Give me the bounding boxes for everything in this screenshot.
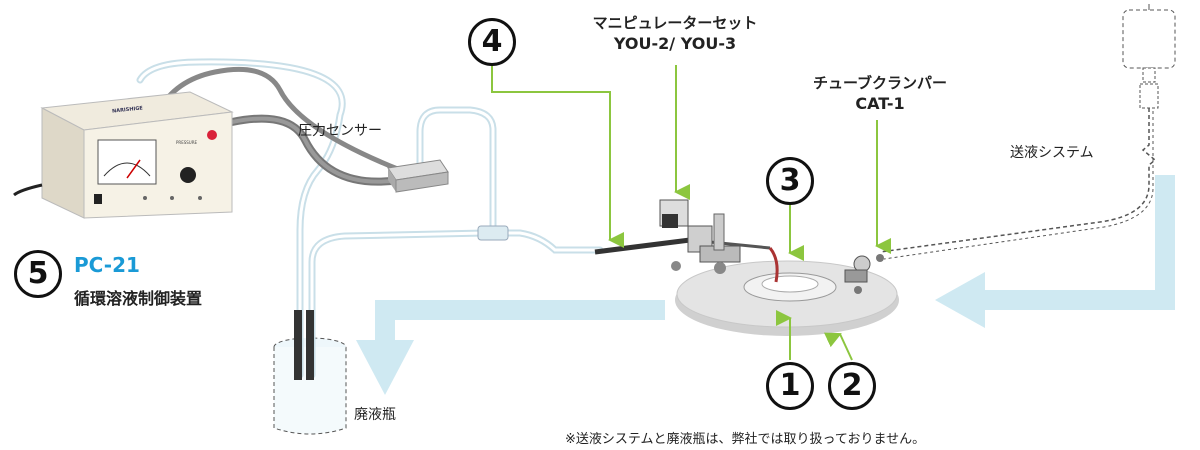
pointer-lines [491,65,891,361]
controller-name: 循環溶液制御装置 [74,289,203,308]
clamper-title: チューブクランパー [812,74,948,92]
flow-arrow-out [356,300,665,395]
manipulator-drawing [594,199,779,283]
number-badge-3: 3 [766,157,814,205]
number-badge-1: 1 [766,362,814,410]
tubing [136,58,604,379]
clamper-model: CAT-1 [855,94,905,113]
probe-tube [294,310,302,380]
pressure-sensor-label: 圧力センサー [298,123,382,139]
tee-joint [477,225,509,241]
controller-device [13,91,234,219]
flow-arrow-in [935,175,1175,328]
number-badge-2: 2 [828,362,876,410]
number-badge-4: 4 [468,18,516,66]
manipulator-model: YOU-2/ YOU-3 [613,34,737,53]
number-badge-5: 5 [14,250,62,298]
manipulator-title: マニピュレーターセット [592,14,758,32]
dish-drawing [675,260,899,336]
pressure-sensor-drawing [387,159,449,193]
clamper-drawing [844,254,884,294]
device-meter-label: PRESSURE [176,140,198,145]
footnote: ※送液システムと廃液瓶は、弊社では取り扱っておりません。 [565,432,926,447]
controller-model: PC-21 [74,253,140,277]
waste-bottle-label: 廃液瓶 [354,407,396,423]
feed-system-label: 送液システム [1010,145,1094,161]
feed-bag [879,4,1176,260]
probe-tube [306,310,314,380]
